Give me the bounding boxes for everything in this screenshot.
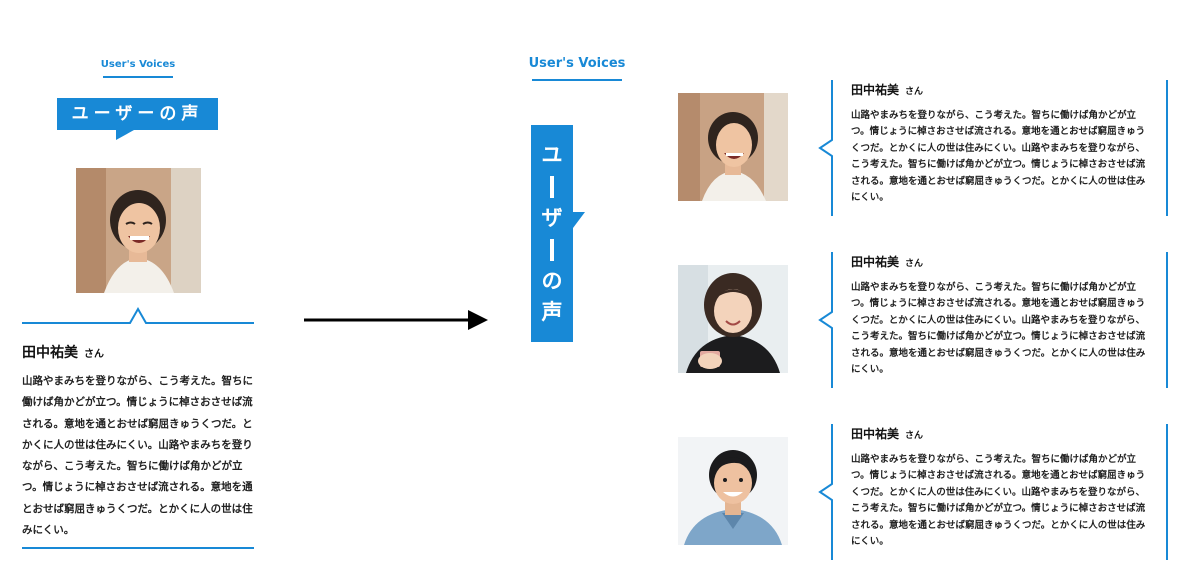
entry-right-line-1 [1166,80,1168,216]
left-bottom-divider [22,547,254,549]
left-jp-title-badge: ユーザーの声 [57,98,218,130]
entry-photo-2 [678,265,788,373]
left-honorific: さん [84,349,104,360]
left-user-name: 田中祐美さん [22,342,104,362]
entry-honorific: さん [905,259,924,269]
left-en-title-underline [103,76,173,78]
entry-name-3: 田中祐美さん [851,425,923,442]
entry-bracket-1 [818,80,833,216]
right-badge-tail [573,212,585,228]
entry-bracket-3 [818,424,833,560]
entry-honorific: さん [905,87,924,97]
entry-right-line-3 [1166,424,1168,560]
jp-title-char: 声 [541,299,563,324]
entry-bracket-2 [818,252,833,388]
entry-name-2: 田中祐美さん [851,253,923,270]
entry-photo-1 [678,93,788,201]
left-notch-divider [22,306,254,324]
left-voice-text: 山路やまみちを登りながら、こう考えた。智ちに働けば角かどが立つ。情じょうに棹さお… [22,375,253,537]
entry-right-line-2 [1166,252,1168,388]
entry-honorific: さん [905,431,924,441]
entry-photo-3 [678,437,788,545]
jp-title-char: の [541,268,563,293]
left-user-name-text: 田中祐美 [22,345,78,361]
jp-title-char [550,175,554,198]
entry-name-text: 田中祐美 [851,255,900,269]
jp-title-char: ザ [541,205,563,230]
entry-name-text: 田中祐美 [851,427,900,441]
jp-title-char [550,238,554,261]
entry-name-1: 田中祐美さん [851,81,923,98]
left-badge-tail [116,130,134,140]
entry-text-3: 山路やまみちを登りながら、こう考えた。智ちに働けば角かどが立つ。情じょうに棹さお… [851,454,1146,548]
right-jp-vertical-badge: ユ ザ の 声 [531,125,573,342]
entry-text-2: 山路やまみちを登りながら、こう考えた。智ちに働けば角かどが立つ。情じょうに棹さお… [851,282,1146,376]
right-en-title: User's Voices [528,56,626,71]
entry-name-text: 田中祐美 [851,83,900,97]
jp-title-char: ユ [541,142,563,167]
left-en-title: User's Voices [100,59,176,70]
left-user-photo [76,168,201,293]
arrow-right-icon [304,310,488,330]
entry-text-1: 山路やまみちを登りながら、こう考えた。智ちに働けば角かどが立つ。情じょうに棹さお… [851,110,1146,204]
right-en-title-underline [532,79,622,81]
